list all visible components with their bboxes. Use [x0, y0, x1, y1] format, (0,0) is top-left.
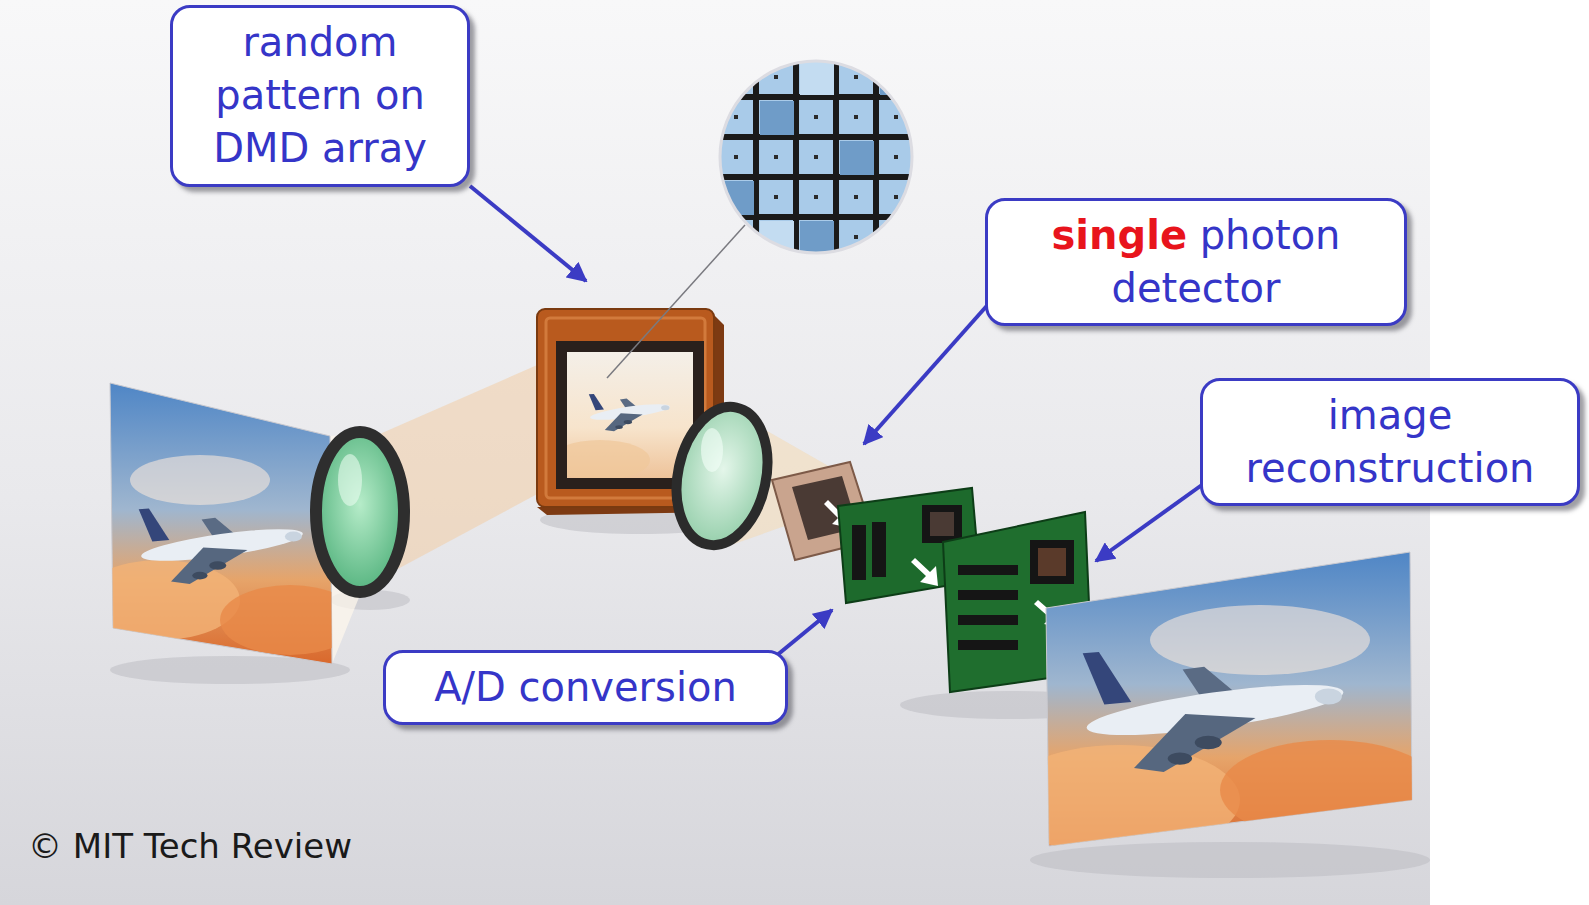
lens-highlight	[338, 454, 362, 506]
chip	[958, 565, 1018, 575]
mirror-flat	[800, 61, 834, 95]
leader-arrow	[864, 300, 992, 444]
chip	[1030, 540, 1074, 584]
cloud	[80, 560, 240, 640]
chip	[852, 525, 866, 580]
cloud	[220, 585, 360, 655]
chip	[930, 512, 954, 536]
emphasis-word: single	[1052, 212, 1187, 258]
callout-text: random pattern on DMD array	[183, 16, 457, 176]
callout-box: image reconstruction	[1200, 378, 1580, 506]
chip	[958, 640, 1018, 650]
chip	[958, 590, 1018, 600]
lens-highlight	[701, 428, 723, 472]
lens	[316, 432, 404, 592]
zoom-circle	[720, 61, 912, 253]
cloud	[567, 440, 650, 478]
mirror-tilted	[800, 221, 834, 255]
mirror-zoom	[716, 57, 916, 257]
cloud	[1220, 740, 1440, 840]
cloud	[1000, 745, 1240, 855]
callout-text: image reconstruction	[1213, 389, 1567, 495]
callout-text: A/D conversion	[396, 661, 775, 714]
mirror-tilted	[840, 141, 874, 175]
chip	[1038, 548, 1066, 576]
chip	[872, 522, 886, 577]
cloud	[130, 455, 270, 505]
cloud	[1150, 605, 1370, 675]
leader-arrow	[1096, 482, 1206, 561]
shadow	[1030, 842, 1430, 878]
airplane	[589, 394, 671, 431]
mirror-tilted	[760, 101, 794, 135]
callout-box: single photon detector	[985, 198, 1407, 326]
chip	[958, 615, 1018, 625]
mirror-grid	[716, 57, 916, 257]
callout-box: random pattern on DMD array	[170, 5, 470, 187]
zoom-line	[607, 225, 745, 378]
chip	[922, 505, 962, 543]
leader-arrow	[470, 186, 586, 281]
copyright-notice: © MIT Tech Review	[28, 826, 352, 866]
lens	[664, 398, 779, 553]
callout-text: single photon detector	[998, 209, 1394, 315]
flow-arrow	[911, 558, 938, 586]
airplane	[139, 508, 305, 584]
dmd-screen-content	[567, 394, 671, 478]
reconstructed-image-content	[1000, 605, 1440, 855]
leader-arrow	[776, 610, 832, 656]
callout-box: A/D conversion	[383, 650, 788, 725]
airplane	[1083, 652, 1346, 772]
